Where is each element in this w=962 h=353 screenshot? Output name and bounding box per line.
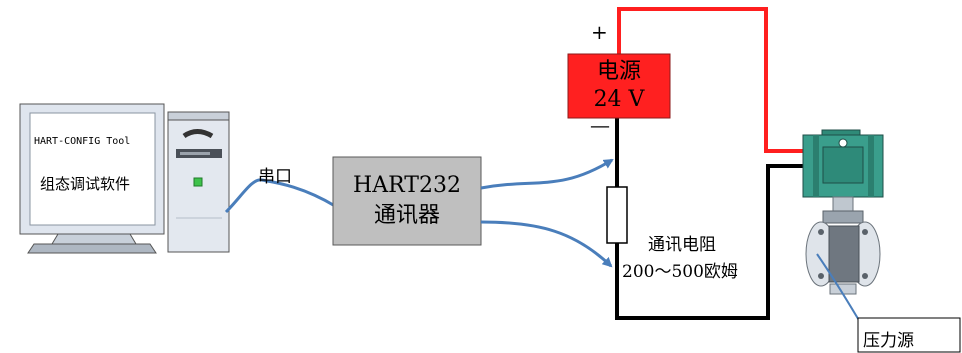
pressure-source-box (857, 317, 961, 353)
negative-loop-wire (615, 118, 805, 320)
monitor-icon (19, 103, 165, 254)
modem-label: HART232 通讯器 (333, 157, 481, 245)
pressure-source-label: 压力源 (863, 331, 914, 351)
hart-modem-box (332, 156, 482, 246)
pc-tower-icon (167, 111, 230, 253)
positive-wire (617, 7, 805, 153)
power-supply-name: 电源 (596, 59, 641, 84)
resistor-symbol (606, 186, 628, 244)
serial-cable (224, 178, 336, 214)
modem-cable-lower (480, 220, 613, 268)
pressure-sensor-icon (805, 210, 881, 295)
negative-terminal-sign: — (590, 113, 610, 137)
modem-model: HART232 (353, 173, 461, 198)
modem-cable-upper (480, 158, 614, 190)
power-supply-voltage: 24 V (593, 87, 645, 112)
pressure-pointer-line (816, 253, 861, 323)
positive-terminal-sign: + (591, 20, 608, 44)
transmitter-icon (802, 129, 884, 212)
power-supply-label: 电源 24 V (568, 54, 670, 118)
serial-port-label: 串口 (258, 167, 292, 187)
modem-name: 通讯器 (373, 203, 440, 228)
screen-subtitle: 组态调试软件 (40, 175, 131, 193)
resistor-name: 通讯电阻 (648, 235, 716, 255)
screen-title: HART-CONFIG Tool (34, 136, 131, 147)
resistor-range: 200～500欧姆 (622, 262, 738, 282)
power-supply-box (567, 53, 671, 119)
